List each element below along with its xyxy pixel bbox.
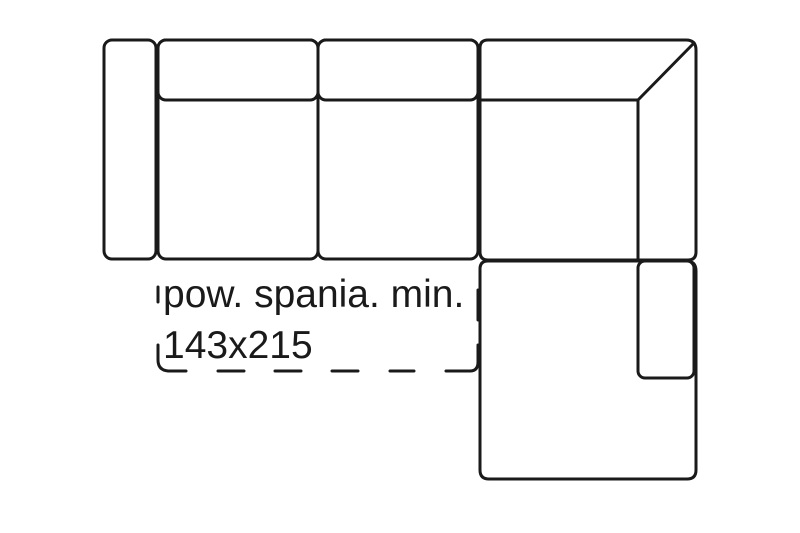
- chaise-module: [478, 259, 698, 481]
- sleeping-area-label-line1: pow. spania. min.: [163, 273, 464, 316]
- corner-diagonal-line: [636, 41, 696, 102]
- left-armrest: [102, 38, 158, 261]
- seat-module-2: [316, 38, 480, 261]
- seat-module-1: [156, 38, 320, 261]
- sleeping-area-right-corner: [444, 343, 480, 373]
- chaise-armrest: [636, 259, 696, 380]
- seat-module-1-backrest: [156, 38, 320, 102]
- sleeping-area-label-line2: 143x215: [163, 324, 313, 367]
- seat-module-2-backrest: [316, 38, 480, 102]
- sleeping-area-left-edge-lower: [156, 343, 188, 373]
- sleeping-area-outline: [156, 285, 480, 373]
- corner-module: [478, 38, 698, 262]
